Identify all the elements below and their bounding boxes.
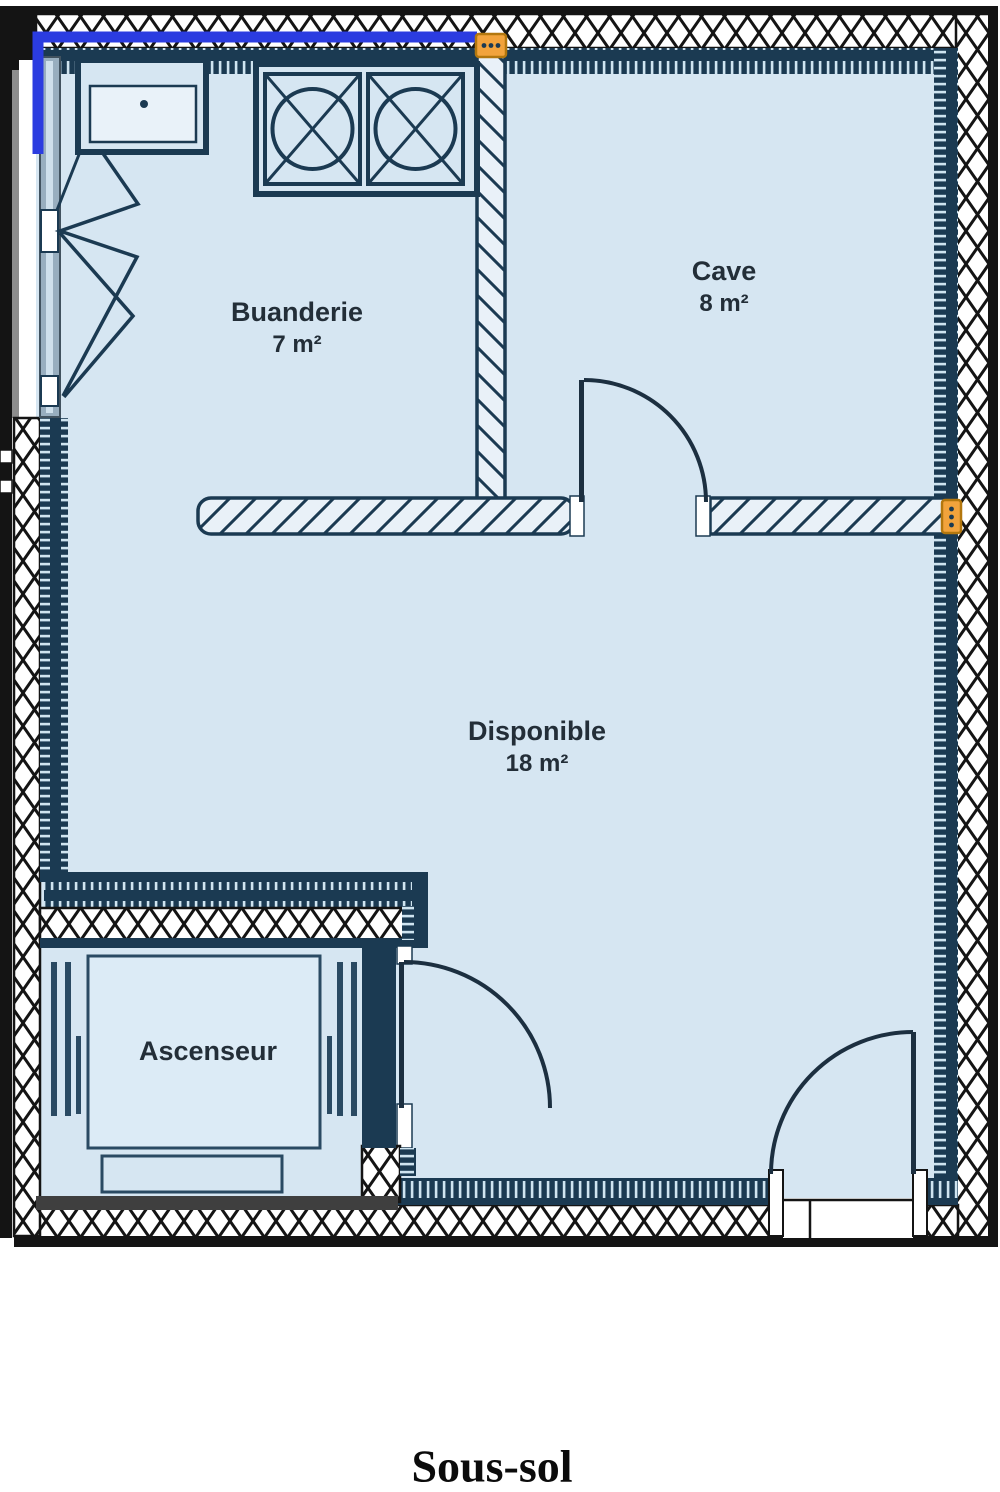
exterior-door[interactable] xyxy=(768,1030,928,1238)
selected-wall-highlight[interactable] xyxy=(32,31,477,154)
sink-basin xyxy=(88,84,198,144)
left-exterior-wall xyxy=(12,416,42,1238)
left-outer-edge xyxy=(0,70,12,1238)
door-jamb xyxy=(40,375,59,407)
bottom-insulation xyxy=(396,1178,782,1205)
lightwell-vent xyxy=(0,479,13,494)
selection-handle-top[interactable] xyxy=(474,32,508,59)
door-swing-arc xyxy=(769,1030,914,1175)
threshold-lines xyxy=(783,1198,913,1238)
right-exterior-wall xyxy=(954,12,992,1240)
shaft-right-wall xyxy=(362,940,396,1148)
door-threshold xyxy=(783,1198,913,1238)
partition-left-segment[interactable] xyxy=(196,496,576,536)
partitions xyxy=(196,54,948,537)
elevator-lobby-wall xyxy=(38,872,428,1204)
elevator-car[interactable] xyxy=(86,954,322,1150)
washing-machine-icon xyxy=(263,72,362,186)
lightwell-wall xyxy=(12,70,19,418)
door-leaf xyxy=(911,1032,916,1174)
top-left-corner-block xyxy=(0,6,36,70)
elevator-shaft xyxy=(36,940,398,1210)
lobby-wall-insulation xyxy=(44,882,424,908)
door-swing-arc xyxy=(583,378,708,503)
selection-handle-right[interactable] xyxy=(940,498,963,535)
elevator-guide-rails xyxy=(51,962,357,1116)
left-insulation xyxy=(40,418,68,880)
elevator-counterweight[interactable] xyxy=(100,1154,284,1194)
lightwell xyxy=(19,60,36,418)
door-jamb xyxy=(912,1169,928,1237)
right-outer-edge xyxy=(988,6,998,1247)
lobby-wall-hatch xyxy=(38,906,424,942)
partition-right-segment[interactable] xyxy=(708,496,948,536)
door-swing-arc xyxy=(403,960,552,1109)
top-outer-edge xyxy=(14,6,992,14)
door-jamb xyxy=(768,1169,784,1237)
door-jamb xyxy=(396,1103,413,1149)
lightwell-vent xyxy=(0,449,13,464)
lower-wall-block xyxy=(360,1144,402,1204)
elevator-lobby-door[interactable] xyxy=(399,960,552,1109)
floor-title: Sous-sol xyxy=(411,1440,573,1492)
door-jamb xyxy=(695,495,711,537)
washing-machine-icon xyxy=(366,72,465,186)
sink-drain xyxy=(140,100,148,108)
partition-buanderie-cave[interactable] xyxy=(475,54,507,535)
washing-machines[interactable] xyxy=(253,61,480,197)
shaft-bottom-wall xyxy=(36,1196,398,1210)
door-leaf xyxy=(579,380,584,502)
cave-door[interactable] xyxy=(579,378,708,503)
folding-door[interactable] xyxy=(54,151,141,399)
door-leaf xyxy=(399,962,404,1108)
right-insulation xyxy=(934,48,958,1178)
glazed-wall[interactable] xyxy=(39,56,61,418)
bottom-outer-edge xyxy=(14,1236,992,1247)
door-jamb xyxy=(569,495,585,537)
counter-edge xyxy=(55,151,82,211)
sink-unit[interactable] xyxy=(55,57,209,211)
